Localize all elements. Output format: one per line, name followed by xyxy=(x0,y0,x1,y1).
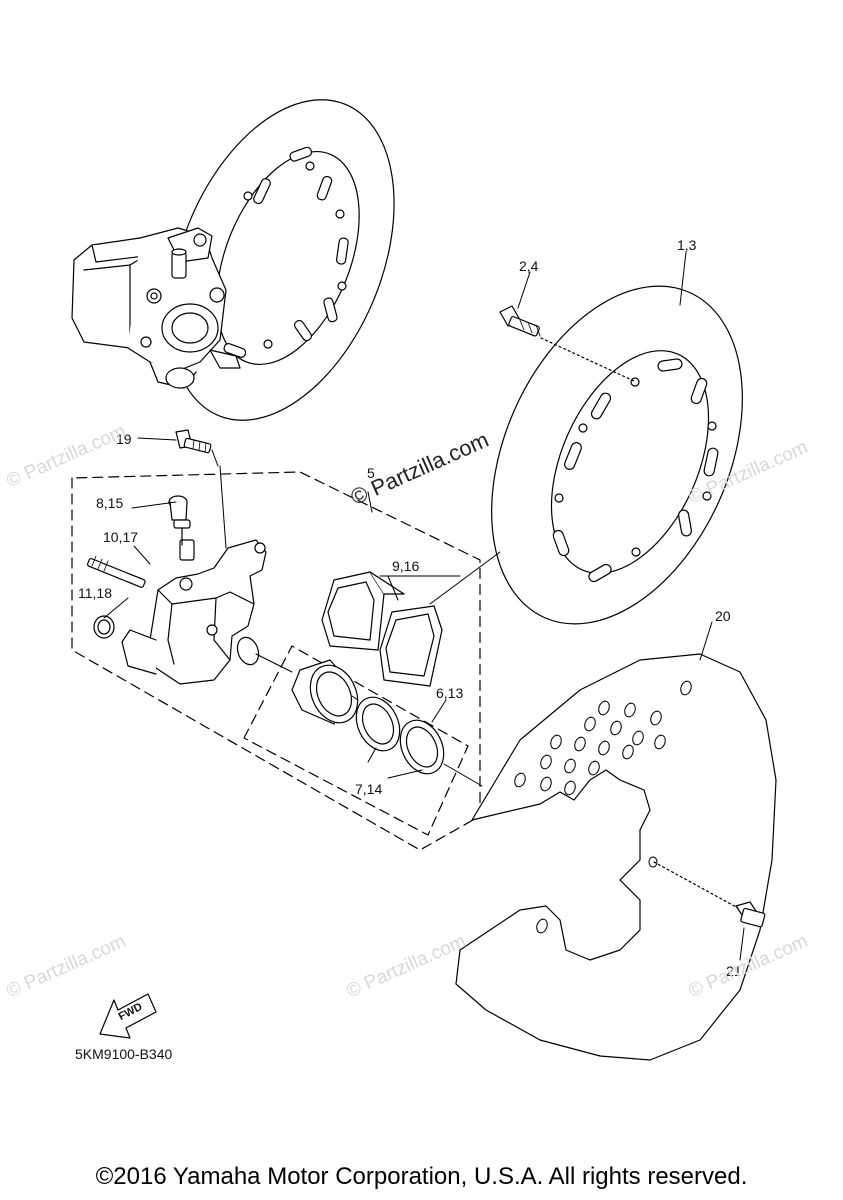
piston-seals-part xyxy=(355,696,445,775)
piston-part xyxy=(291,659,359,725)
callout-2-4: 2,4 xyxy=(519,258,539,274)
piston-seal-kit-box xyxy=(243,645,469,836)
brake-disc-part xyxy=(491,285,743,625)
bolt-leader-dashed xyxy=(540,337,635,382)
caliper-body-part xyxy=(121,539,267,685)
assembled-brake-disc xyxy=(169,99,395,421)
callout-21: 21 xyxy=(726,963,742,979)
guard-bolt-leader xyxy=(653,861,739,909)
bleeder-screw-part xyxy=(168,495,191,546)
guard-bolt-part xyxy=(735,901,766,928)
caliper-bolt-part xyxy=(175,429,212,454)
diagram-code: 5KM9100-B340 xyxy=(75,1046,173,1062)
callout-1-3: 1,3 xyxy=(677,237,697,253)
brake-pads-part xyxy=(321,571,443,687)
callout-8-15: 8,15 xyxy=(96,495,124,511)
slide-pin-part xyxy=(87,555,146,588)
callout-6-13: 6,13 xyxy=(436,685,464,701)
pin-seal-part xyxy=(93,615,115,639)
copyright-notice: ©2016 Yamaha Motor Corporation, U.S.A. A… xyxy=(95,1163,748,1190)
callout-19: 19 xyxy=(116,431,132,447)
disc-guard-part xyxy=(455,653,777,1061)
disc-bolt-part xyxy=(499,305,541,337)
leader-lines xyxy=(103,251,745,961)
callout-11-18: 11,18 xyxy=(78,585,112,601)
callout-5: 5 xyxy=(367,465,375,481)
callout-20: 20 xyxy=(715,608,731,624)
assembled-caliper xyxy=(71,227,241,389)
callout-9-16: 9,16 xyxy=(392,558,420,574)
callout-10-17: 10,17 xyxy=(103,529,139,545)
fwd-arrow-icon xyxy=(99,993,157,1039)
callout-7-14: 7,14 xyxy=(355,781,383,797)
